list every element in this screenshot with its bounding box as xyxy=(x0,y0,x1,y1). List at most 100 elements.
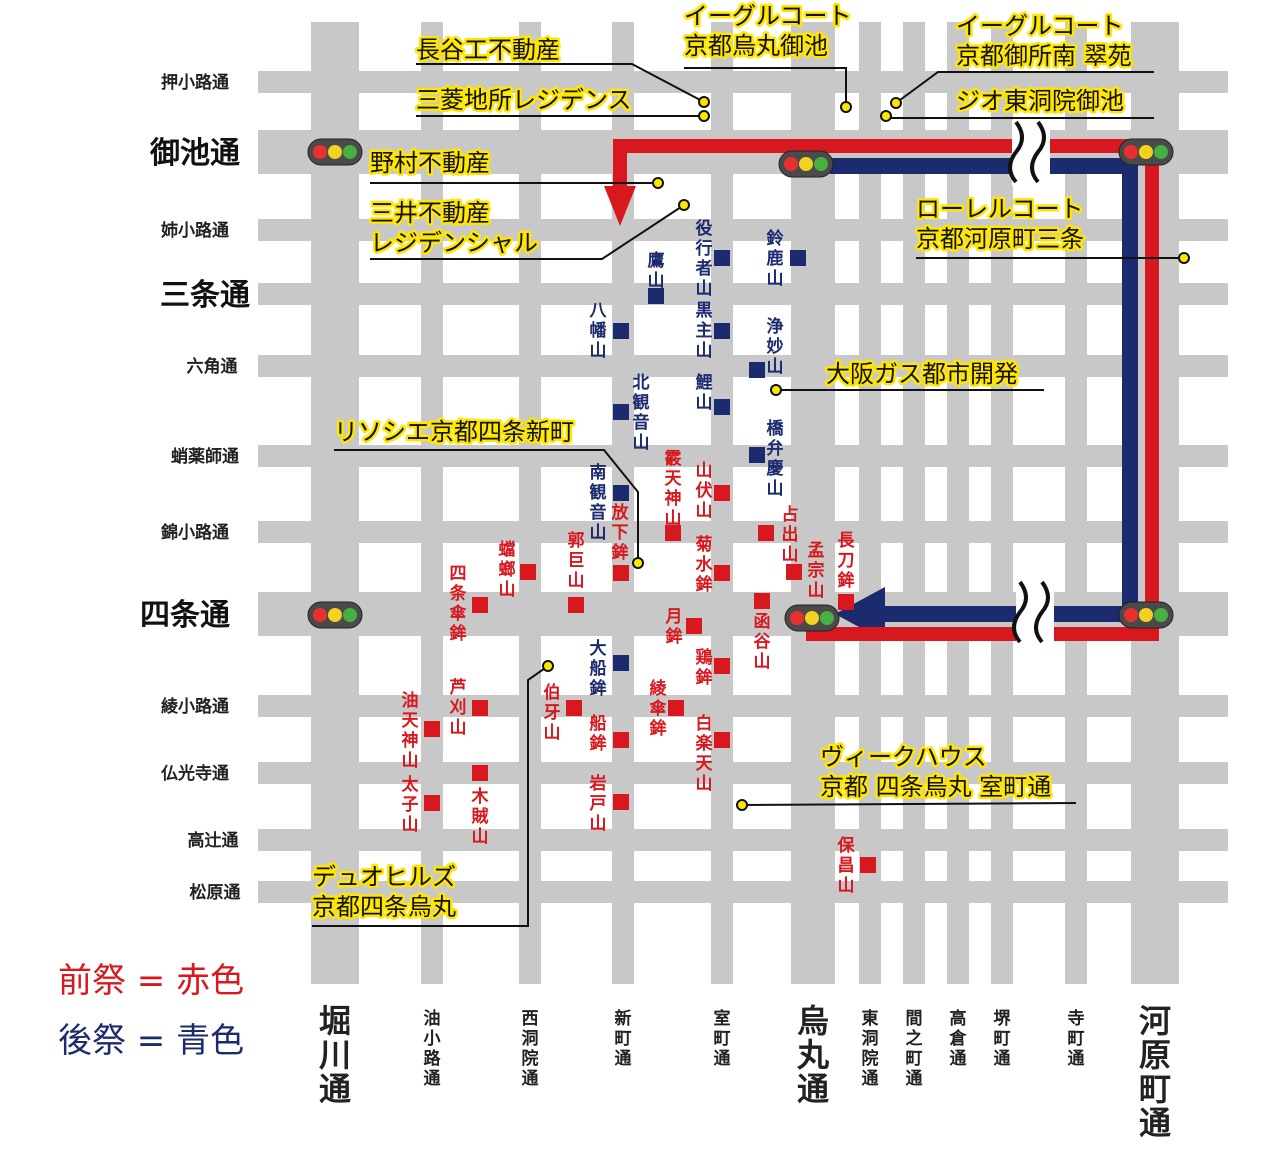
floats: 役行者山鈴鹿山鷹山八幡山黒主山浄妙山北観音山鯉山橋弁慶山南観音山大船鉾霰天神山山… xyxy=(402,218,876,896)
float-label: 鈴鹿山 xyxy=(767,228,785,289)
float-label: 函谷山 xyxy=(754,612,772,672)
street-label-sanjo: 三条通 xyxy=(160,278,250,313)
float-marker xyxy=(472,700,488,716)
float-marker xyxy=(613,404,629,420)
traffic-light-icon xyxy=(778,150,834,178)
street-karasuma xyxy=(791,22,835,984)
float-label: 鷹山 xyxy=(648,250,665,291)
float-marker xyxy=(665,525,681,541)
callout-leader xyxy=(370,204,685,260)
legend-ato: 後祭 = 青色 xyxy=(58,1021,244,1061)
float-marker xyxy=(714,485,730,501)
float-marker xyxy=(613,794,629,810)
location-dot-icon xyxy=(698,110,710,122)
street-muromachi xyxy=(711,22,733,984)
float-marker xyxy=(860,857,876,873)
street-label-muromachi: 室町通 xyxy=(714,1008,731,1069)
float-marker xyxy=(668,700,684,716)
building-callout: リソシエ京都四条新町 xyxy=(332,416,644,569)
float-marker xyxy=(424,795,440,811)
float-marker xyxy=(613,732,629,748)
callout-leader xyxy=(895,71,1154,104)
location-dot-icon xyxy=(840,101,852,113)
street-label-takakura: 高倉通 xyxy=(949,1008,968,1069)
street-ainomachi xyxy=(903,22,925,984)
float-marker xyxy=(758,525,774,541)
float-label: 蟷螂山 xyxy=(499,539,516,600)
street-label-karasuma: 烏丸通 xyxy=(796,1002,829,1108)
float-marker xyxy=(613,565,629,581)
legend: 前祭 = 赤色 後祭 = 青色 xyxy=(58,961,244,1061)
street-label-aburanokoji: 油小路通 xyxy=(424,1008,442,1089)
float-marker xyxy=(714,732,730,748)
float-marker xyxy=(749,447,765,463)
float-label: 北観音山 xyxy=(633,373,650,453)
float-marker xyxy=(686,618,702,634)
float-label: 綾傘鉾 xyxy=(650,678,668,739)
building-name: ジオ東洞院御池 xyxy=(956,87,1124,115)
float-label: 八幡山 xyxy=(590,301,608,361)
float-marker xyxy=(648,288,664,304)
building-name: 三井不動産 xyxy=(370,199,490,227)
float-label: 鶏鉾 xyxy=(696,647,713,688)
float-label: 木賊山 xyxy=(471,786,490,847)
street-label-shinmachi: 新町通 xyxy=(615,1008,632,1069)
street-grid xyxy=(258,22,1228,984)
float-label: 太子山 xyxy=(402,774,420,835)
float-marker xyxy=(566,700,582,716)
street-label-ayanokoji: 綾小路通 xyxy=(161,696,229,717)
route-atomatsuri xyxy=(830,158,1138,622)
traffic-light-icon xyxy=(307,138,363,166)
location-dot-icon xyxy=(632,557,644,569)
float-label: 放下鉾 xyxy=(611,502,630,563)
arrow-zenmatsuri xyxy=(604,186,636,226)
callout-leader xyxy=(885,116,1154,119)
street-labels: 押小路通御池通姉小路通三条通六角通蛸薬師通錦小路通四条通綾小路通仏光寺通高辻通松… xyxy=(140,72,1171,1142)
float-label: 大船鉾 xyxy=(590,638,607,699)
float-marker xyxy=(714,565,730,581)
float-label: 役行者山 xyxy=(695,218,713,299)
building-name: ヴィークハウス xyxy=(820,743,987,771)
building-callout: 長谷工不動産 xyxy=(414,34,710,108)
traffic-light-icon xyxy=(784,604,840,632)
street-anekoji xyxy=(258,219,1228,241)
location-dot-icon xyxy=(890,97,902,109)
street-label-takoyakushi: 蛸薬師通 xyxy=(171,446,239,467)
float-label: 郭巨山 xyxy=(568,530,585,591)
float-marker xyxy=(838,594,854,610)
street-label-anekoji: 姉小路通 xyxy=(161,220,229,241)
float-label: 油天神山 xyxy=(402,690,420,771)
building-name: 三菱地所レジデンス xyxy=(416,86,632,114)
street-label-nishikikoji: 錦小路通 xyxy=(161,522,229,543)
float-label: 保昌山 xyxy=(837,835,856,896)
street-label-bukkoji: 仏光寺通 xyxy=(161,763,229,784)
float-marker xyxy=(714,323,730,339)
float-label: 菊水鉾 xyxy=(696,534,714,595)
float-label: 芦刈山 xyxy=(450,677,467,738)
street-oshikoji xyxy=(258,71,1228,93)
street-label-takatsuji: 高辻通 xyxy=(188,830,239,851)
street-higashinotoin xyxy=(859,22,881,984)
building-name: 大阪ガス都市開発 xyxy=(826,360,1018,388)
street-rokkaku xyxy=(258,355,1228,377)
float-label: 黒主山 xyxy=(696,301,713,361)
building-name: 野村不動産 xyxy=(370,149,490,177)
street-label-ainomachi: 間之町通 xyxy=(906,1009,923,1089)
building-name: デュオヒルズ xyxy=(312,863,456,891)
street-matsubara xyxy=(258,881,1228,903)
street-ayanokoji xyxy=(258,695,1228,717)
street-label-shijo: 四条通 xyxy=(140,598,230,633)
street-label-oike: 御池通 xyxy=(149,136,240,171)
float-label: 船鉾 xyxy=(590,713,607,754)
float-label: 橋弁慶山 xyxy=(767,418,785,499)
street-nishinotoin xyxy=(519,22,541,984)
street-label-teramachi: 寺町通 xyxy=(1068,1008,1085,1069)
street-label-higashinotoin: 東洞院通 xyxy=(862,1008,879,1089)
traffic-lights xyxy=(307,138,1174,632)
